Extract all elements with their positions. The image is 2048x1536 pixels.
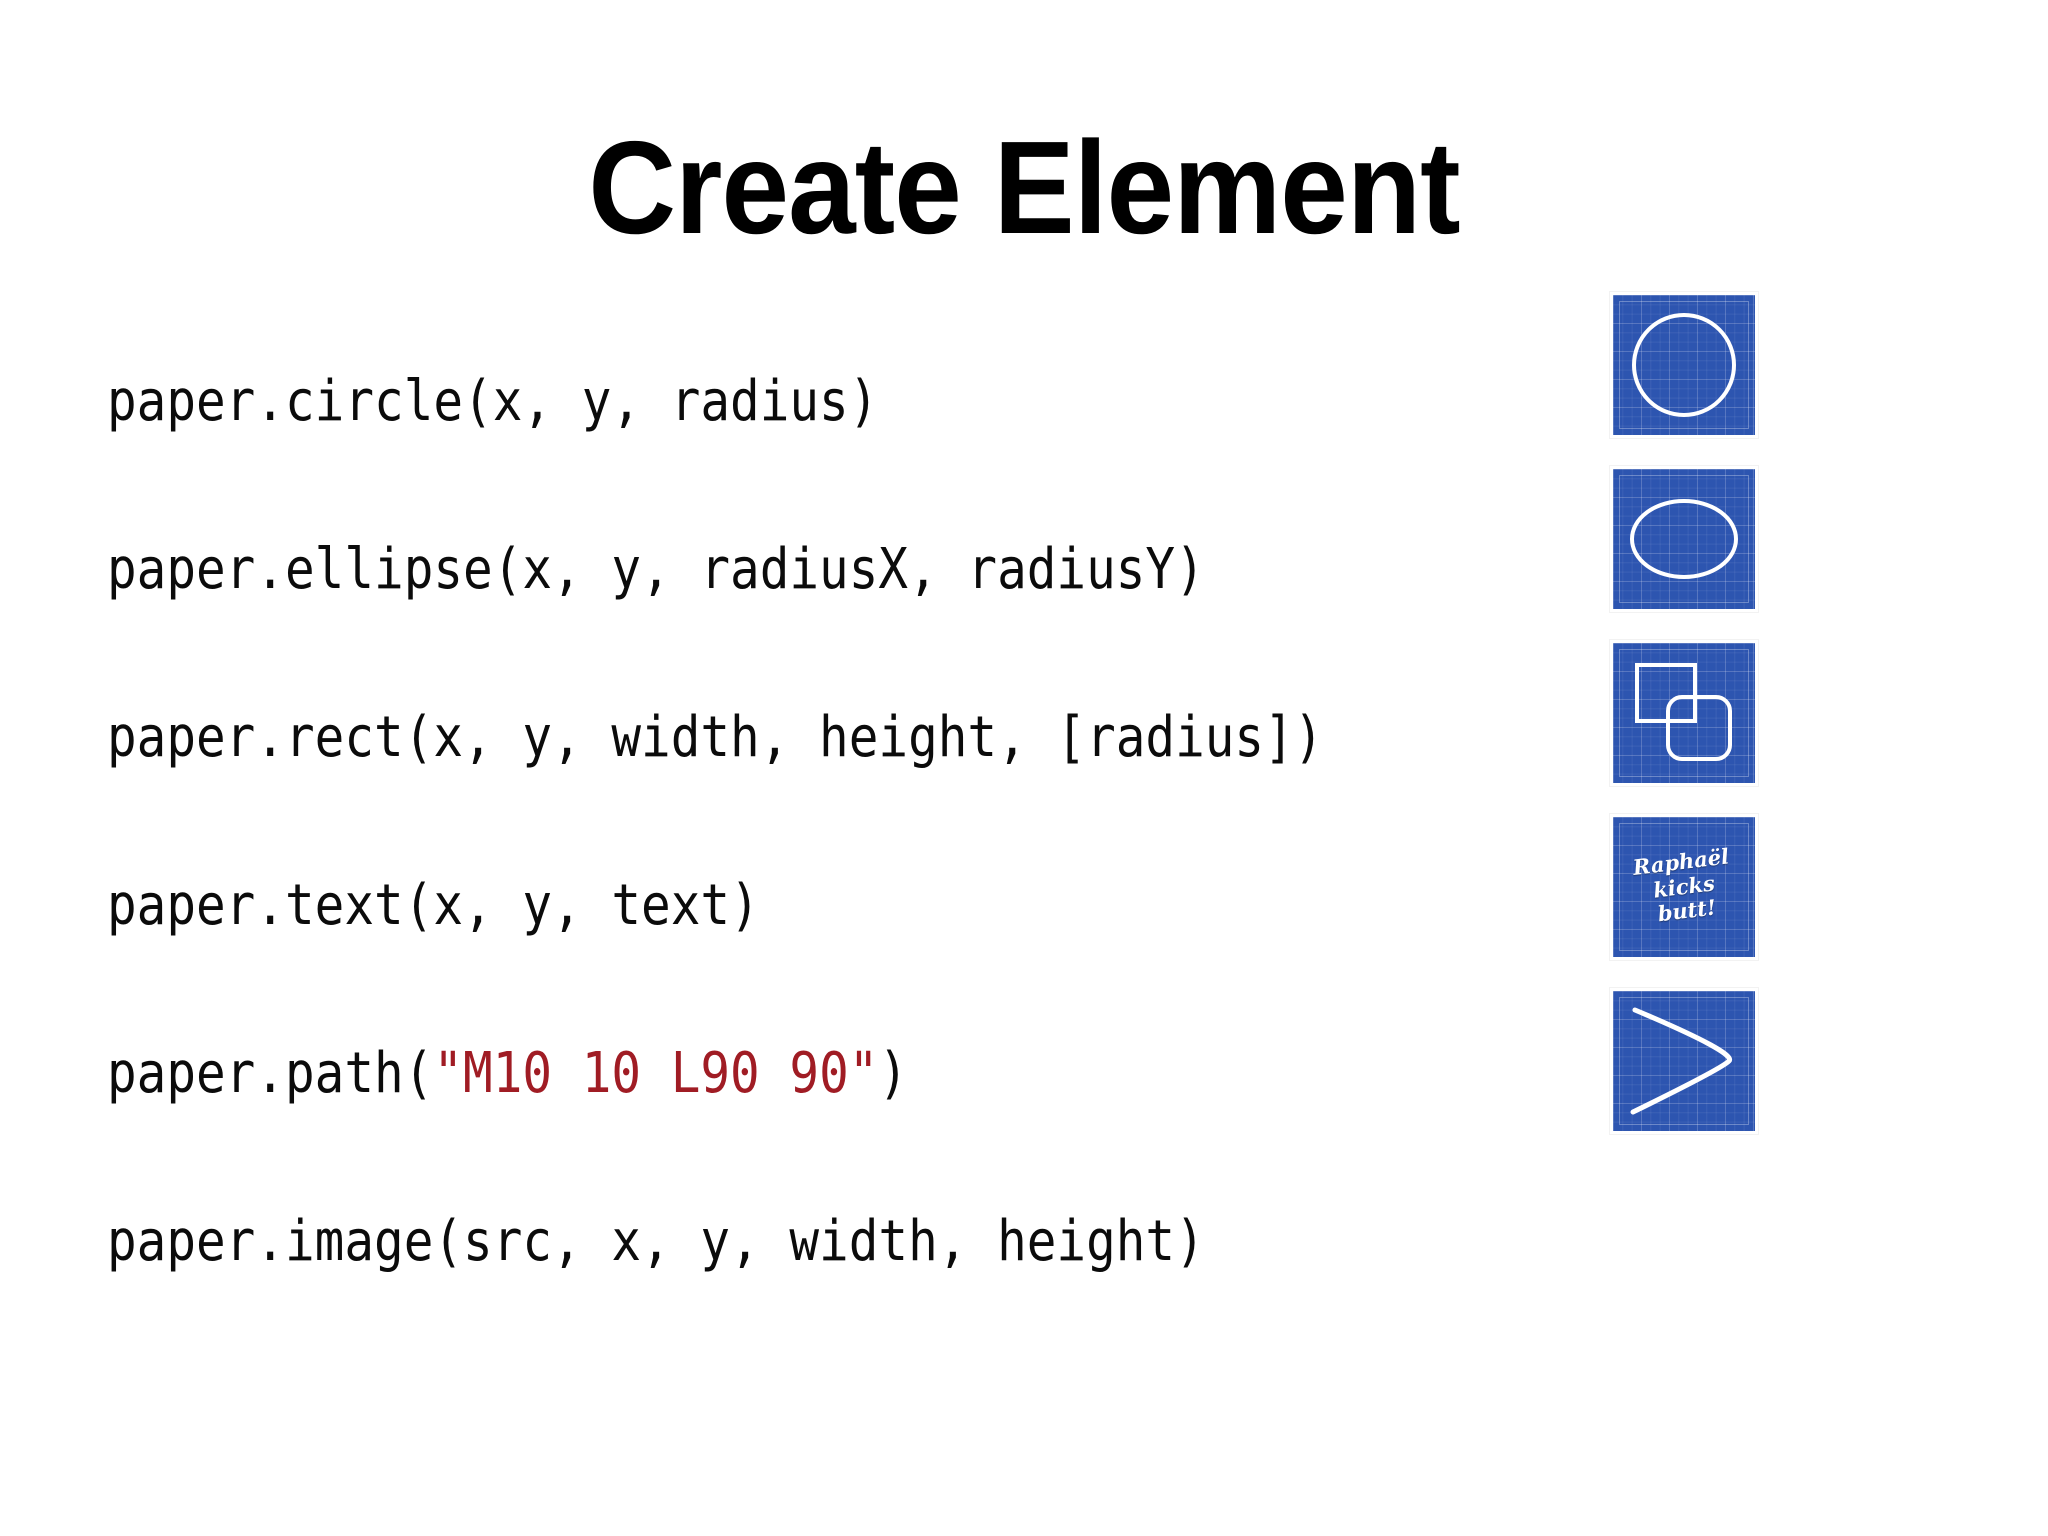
code-text-suffix: ) [878, 1041, 909, 1106]
code-string-literal: "M10 10 L90 90" [433, 1041, 879, 1106]
thumbnail-ellipse [1610, 466, 1758, 612]
code-text: paper.circle(x, y, radius) [107, 369, 879, 434]
blueprint-panel [1613, 469, 1755, 609]
blueprint-panel [1613, 643, 1755, 783]
thumbnail-column: Raphaël kicks butt! [1610, 292, 1758, 1162]
code-text: paper.image(src, x, y, width, height) [107, 1209, 1205, 1274]
page-title: Create Element [588, 114, 1460, 261]
path-icon [1630, 1007, 1733, 1115]
blueprint-panel: Raphaël kicks butt! [1613, 817, 1755, 957]
code-line-ellipse: paper.ellipse(x, y, radiusX, radiusY) [107, 486, 1427, 654]
text-icon: Raphaël kicks butt! [1613, 817, 1755, 957]
code-line-circle: paper.circle(x, y, radius) [107, 318, 1427, 486]
blueprint-panel [1613, 991, 1755, 1131]
code-line-rect: paper.rect(x, y, width, height, [radius]… [107, 654, 1427, 822]
blueprint-panel [1613, 295, 1755, 435]
code-text: paper.rect(x, y, width, height, [radius]… [107, 705, 1324, 770]
ellipse-icon [1630, 499, 1738, 579]
thumbnail-circle [1610, 292, 1758, 438]
code-signature-list: paper.circle(x, y, radius) paper.ellipse… [107, 318, 1607, 1326]
code-line-image: paper.image(src, x, y, width, height) [107, 1158, 1427, 1326]
text-line-3: butt! [1656, 894, 1718, 927]
code-line-text: paper.text(x, y, text) [107, 822, 1427, 990]
thumbnail-path [1610, 988, 1758, 1134]
thumbnail-rect [1610, 640, 1758, 786]
code-text: paper.path( [107, 1041, 434, 1106]
code-text: paper.ellipse(x, y, radiusX, radiusY) [107, 537, 1205, 602]
circle-icon [1632, 313, 1736, 417]
code-line-path: paper.path("M10 10 L90 90") [107, 990, 1427, 1158]
thumbnail-text: Raphaël kicks butt! [1610, 814, 1758, 960]
code-text: paper.text(x, y, text) [107, 873, 760, 938]
rect-icon [1635, 663, 1732, 761]
